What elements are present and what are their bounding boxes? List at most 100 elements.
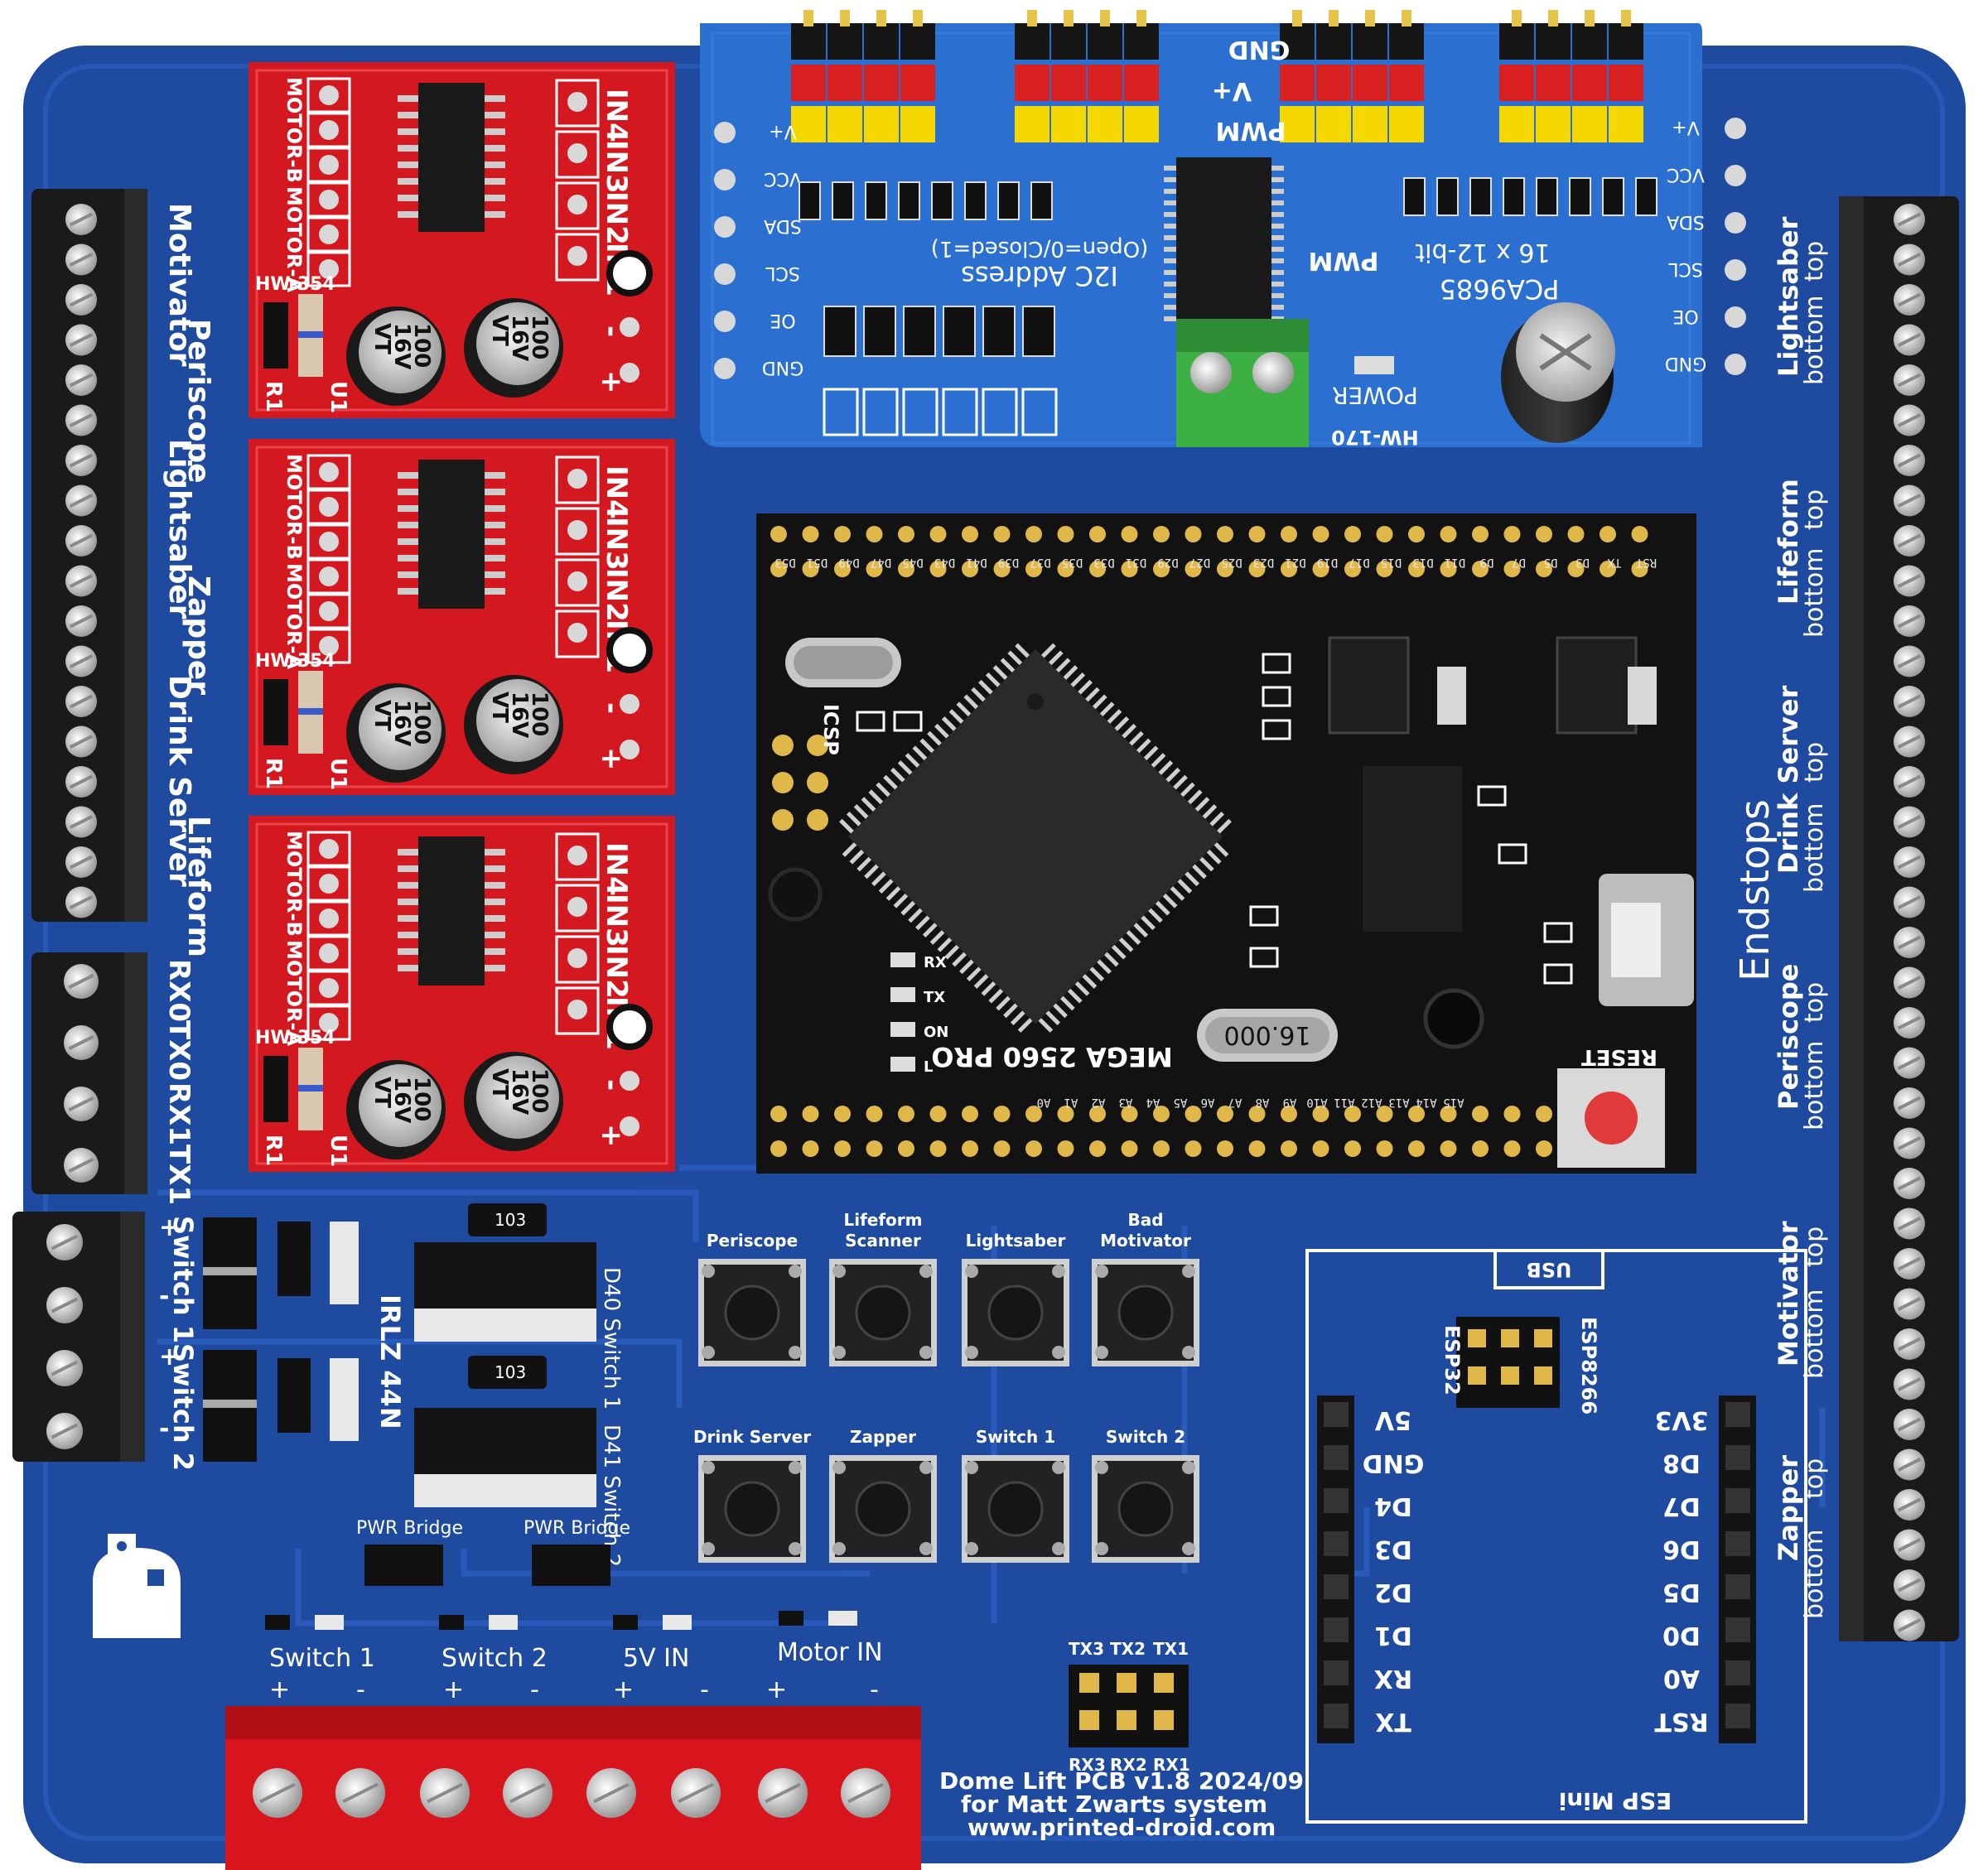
terminal-screw[interactable] [65,364,97,396]
mega-pin[interactable] [1312,526,1329,542]
mega-pin[interactable] [1376,1106,1393,1122]
mega-pin[interactable] [898,1106,914,1122]
terminal-screw[interactable] [1894,846,1925,878]
mega-pin[interactable] [1503,1106,1521,1122]
mega-pin[interactable] [1153,526,1170,542]
mega-pin[interactable] [1089,1106,1106,1122]
mega-pin[interactable] [866,1140,883,1157]
power-terminal-screw[interactable] [841,1768,890,1818]
power-terminal-screw[interactable] [758,1768,808,1818]
mega-pin[interactable] [1153,1106,1170,1122]
push-button-zapper[interactable] [829,1455,937,1563]
terminal-screw[interactable] [1894,284,1925,316]
terminal-screw[interactable] [65,886,97,918]
mega-pin[interactable] [1281,1106,1297,1122]
terminal-screw[interactable] [46,1287,83,1323]
mega-pin[interactable] [1281,1140,1297,1157]
mega-pin[interactable] [1408,526,1425,542]
mega-pin[interactable] [1376,561,1393,577]
mega-pin[interactable] [1153,561,1170,577]
mega-pin[interactable] [1312,1106,1329,1122]
mega-pin[interactable] [1472,1140,1489,1157]
mega-pin[interactable] [1185,1106,1202,1122]
mega-pin[interactable] [1057,1106,1074,1122]
mega-pin[interactable] [1472,561,1489,577]
terminal-screw[interactable] [1894,445,1925,476]
terminal-screw[interactable] [65,605,97,637]
mega-pin[interactable] [1567,561,1585,577]
terminal-screw[interactable] [65,565,97,597]
mega-pin[interactable] [1248,1140,1266,1157]
terminal-screw[interactable] [65,846,97,878]
mega-pin[interactable] [1536,1106,1552,1122]
mega-pin[interactable] [866,1106,883,1122]
mega-pin[interactable] [1025,1106,1042,1122]
pwm-header-group[interactable] [1499,10,1643,142]
mega-pin[interactable] [1408,1140,1425,1157]
push-button-drink-server[interactable] [698,1455,806,1563]
mega-pin[interactable] [962,561,978,577]
terminal-screw[interactable] [46,1224,83,1260]
terminal-screw[interactable] [1894,484,1925,517]
mega-pin[interactable] [1217,1140,1233,1157]
mega-pin[interactable] [1281,561,1297,577]
mega-pin[interactable] [834,561,851,577]
pwm-right-pin[interactable] [1725,212,1746,234]
terminal-screw[interactable] [1894,364,1925,396]
terminal-screw[interactable] [1894,1127,1925,1159]
pwm-right-pin[interactable] [1725,354,1746,375]
terminal-screw[interactable] [65,645,97,677]
mega-pin[interactable] [1217,561,1233,577]
mega-pin[interactable] [1376,526,1393,542]
mega-pin[interactable] [834,1140,851,1157]
mega-pin[interactable] [993,526,1011,542]
push-button-periscope[interactable] [698,1259,806,1366]
mega-pin[interactable] [929,561,947,577]
terminal-screw[interactable] [1894,1489,1925,1521]
mega-pin[interactable] [1536,1140,1552,1157]
mega-pin[interactable] [1503,561,1521,577]
mega-pin[interactable] [1248,1106,1266,1122]
pwm-left-pin[interactable] [714,263,736,285]
pwm-left-pin[interactable] [714,122,736,143]
mega-pin[interactable] [1536,526,1552,542]
terminal-screw[interactable] [1894,1248,1925,1280]
mega-pin[interactable] [1344,1106,1361,1122]
mega-pin[interactable] [962,526,978,542]
mega-pin[interactable] [802,561,819,577]
pwm-right-pin[interactable] [1725,259,1746,281]
mega-pin[interactable] [1312,1140,1329,1157]
mega-pin[interactable] [802,1140,819,1157]
terminal-screw[interactable] [1894,1609,1925,1641]
mega-pin[interactable] [1344,561,1361,577]
terminal-screw[interactable] [1894,243,1925,276]
terminal-screw[interactable] [1894,966,1925,999]
mega-pin[interactable] [1503,526,1521,542]
mega-pin[interactable] [929,1140,947,1157]
terminal-screw[interactable] [65,284,97,316]
mega-pin[interactable] [770,1140,787,1157]
mega-pin[interactable] [993,561,1011,577]
mega-pin[interactable] [1089,1140,1106,1157]
terminal-screw[interactable] [1894,1368,1925,1400]
terminal-screw[interactable] [1894,1207,1925,1240]
mega-pin[interactable] [1344,526,1361,542]
mega-pin[interactable] [866,561,883,577]
terminal-screw[interactable] [65,725,97,758]
push-button-lifeform-scanner[interactable] [829,1259,937,1366]
serial-header[interactable] [1069,1665,1189,1747]
mega-pin[interactable] [1089,561,1106,577]
pwm-header-group[interactable] [1280,10,1424,142]
mega-pin[interactable] [1631,526,1648,542]
mega-pin[interactable] [993,1106,1011,1122]
terminal-screw[interactable] [1894,1328,1925,1360]
pwm-header-group[interactable] [791,10,935,142]
terminal-screw[interactable] [64,1087,99,1121]
mega-pin[interactable] [834,526,851,542]
terminal-screw[interactable] [65,445,97,476]
mega-pin[interactable] [1440,1106,1457,1122]
mega-pin[interactable] [1600,561,1616,577]
mega-pin[interactable] [1281,526,1297,542]
push-button-switch-1[interactable] [962,1455,1069,1563]
terminal-screw[interactable] [65,324,97,356]
